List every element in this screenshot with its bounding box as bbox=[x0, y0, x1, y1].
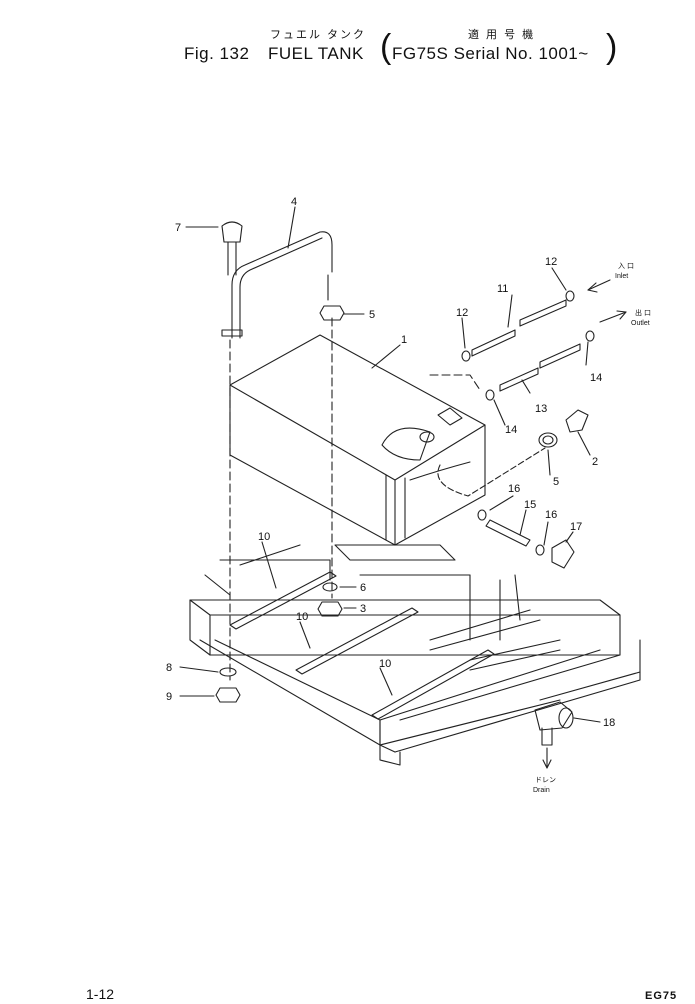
elbow-17 bbox=[551, 539, 575, 569]
callout-numbers: 7 4 5 1 11 12 12 14 13 14 5 2 16 15 16 1… bbox=[166, 196, 615, 729]
callout-14-right: 14 bbox=[590, 372, 602, 384]
callout-7: 7 bbox=[175, 222, 181, 234]
callout-10-left: 10 bbox=[258, 531, 270, 543]
callout-5-upper: 5 bbox=[369, 309, 375, 321]
callout-5-lower: 3 bbox=[360, 603, 366, 615]
open-parenthesis: ( bbox=[380, 28, 392, 66]
drain-cock-18 bbox=[534, 701, 573, 731]
callout-2: 2 bbox=[592, 456, 598, 468]
callout-12-left: 12 bbox=[456, 307, 468, 319]
fitting-3 bbox=[538, 432, 558, 448]
callout-13: 13 bbox=[535, 403, 547, 415]
callout-15: 15 bbox=[524, 499, 536, 511]
bolt-head bbox=[221, 221, 243, 243]
model-code: EG75 bbox=[645, 990, 678, 1002]
nut-5-lower bbox=[317, 601, 343, 617]
inlet-label-jp: 入 口 bbox=[618, 262, 634, 270]
page-title: FUEL TANK bbox=[268, 44, 364, 63]
drain-label-jp: ドレン bbox=[535, 777, 556, 784]
callout-3: 5 bbox=[553, 476, 559, 488]
callout-10-middle: 10 bbox=[296, 611, 308, 623]
callout-4: 4 bbox=[291, 196, 297, 208]
title-japanese: フュエル タンク bbox=[270, 29, 367, 41]
drain-label: Drain bbox=[533, 787, 550, 794]
hose-clips bbox=[461, 290, 595, 556]
figure-number: Fig. 132 bbox=[184, 44, 250, 63]
callout-18: 18 bbox=[603, 717, 615, 729]
frame-structure bbox=[189, 544, 641, 766]
bolt-shank bbox=[227, 241, 237, 276]
callout-6: 6 bbox=[360, 582, 366, 594]
callout-11: 11 bbox=[497, 283, 508, 295]
callout-12-right: 12 bbox=[545, 256, 557, 268]
washer-8 bbox=[219, 667, 237, 677]
tank-band bbox=[221, 231, 333, 339]
nut-9 bbox=[215, 687, 241, 703]
callout-14-left: 14 bbox=[505, 424, 517, 436]
outlet-label: Outlet bbox=[631, 320, 650, 327]
page-number: 1-12 bbox=[86, 986, 115, 1002]
flow-labels: 入 口 Inlet 出 口 Outlet ドレン Drain bbox=[533, 262, 651, 794]
serial-range: FG75S Serial No. 1001~ bbox=[392, 44, 589, 63]
washer-6 bbox=[322, 582, 338, 592]
callout-16-right: 16 bbox=[545, 509, 557, 521]
callout-1: 1 bbox=[401, 334, 407, 346]
hoses bbox=[471, 299, 581, 547]
callout-17: 17 bbox=[570, 521, 582, 533]
callout-10-right: 10 bbox=[379, 658, 391, 670]
inlet-label: Inlet bbox=[615, 273, 628, 280]
fuel-tank-body bbox=[229, 334, 486, 546]
close-parenthesis: ) bbox=[606, 28, 618, 66]
serial-japanese: 適 用 号 機 bbox=[468, 29, 536, 41]
tank-straps bbox=[229, 571, 495, 720]
outlet-label-jp: 出 口 bbox=[635, 308, 651, 317]
nut-5-upper bbox=[319, 305, 345, 321]
gauge-2 bbox=[565, 409, 589, 433]
callout-9: 9 bbox=[166, 691, 172, 703]
callout-16-left: 16 bbox=[508, 483, 520, 495]
callout-8: 8 bbox=[166, 662, 172, 674]
